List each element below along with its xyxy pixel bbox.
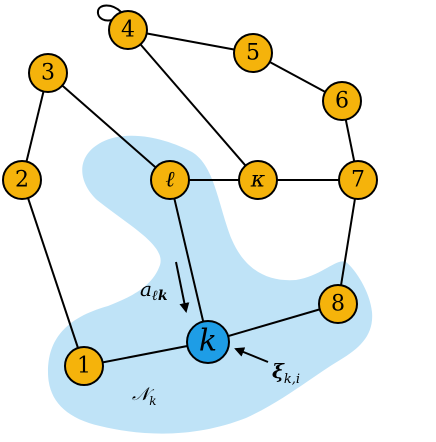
edge-4-kappa [127,29,259,181]
neighborhood-subscript: k [149,394,156,408]
input-arrow [234,347,269,363]
node-8-label: 8 [331,292,345,317]
node-3: 3 [28,53,68,93]
node-2: 2 [2,160,42,200]
combination-weight-symbol: a [140,277,152,301]
node-7: 7 [338,160,378,200]
node-k: k [186,320,230,364]
node-7-label: 7 [351,168,365,193]
node-5-label: 5 [246,41,260,66]
neighborhood-region [48,135,373,434]
edge-4-5 [127,29,254,54]
edge-3-ell [47,72,171,181]
node-4: 4 [108,10,148,50]
node-1: 1 [64,346,104,386]
node-5: 5 [233,33,273,73]
node-6-label: 6 [335,89,349,114]
node-k-label: k [199,324,217,359]
edge-ell-k [169,179,209,343]
input-subscript: k,i [284,372,300,387]
combination-weight-subscript: ℓk [152,288,168,304]
node-kappa-label: κ [250,168,266,193]
edge-2-1 [21,179,85,367]
node-4-label: 4 [121,18,135,43]
node-3-label: 3 [41,61,55,86]
combination-weight-label: aℓk [140,277,168,304]
node-ell-label: ℓ [165,168,175,193]
node-6: 6 [322,81,362,121]
node-8: 8 [318,284,358,324]
node-ell: ℓ [150,160,190,200]
combination-weight-arrow [175,261,190,313]
edge-4-self-loop [96,4,122,22]
node-1-label: 1 [77,354,91,379]
edge-8-k [207,303,339,343]
edge-7-8 [337,179,359,305]
node-2-label: 2 [15,168,29,193]
input-label: ξk,i [272,359,300,387]
node-kappa: κ [238,160,278,200]
input-symbol: ξ [272,359,285,383]
